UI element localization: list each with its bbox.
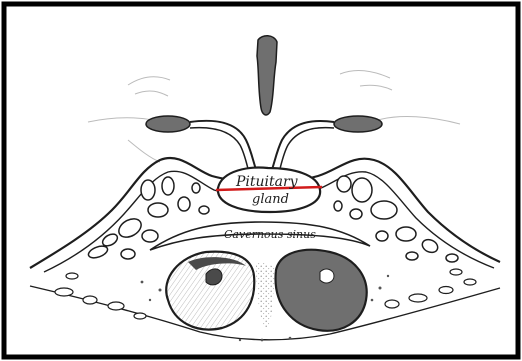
pituitary-label-line1: Pituitary bbox=[235, 174, 299, 190]
right-cavity-spot bbox=[320, 269, 334, 283]
cavernous-sinus-label: Cavernous sinus bbox=[224, 228, 316, 241]
pituitary-label-line2: gland bbox=[252, 192, 289, 207]
left-cavity-spot bbox=[206, 269, 222, 285]
